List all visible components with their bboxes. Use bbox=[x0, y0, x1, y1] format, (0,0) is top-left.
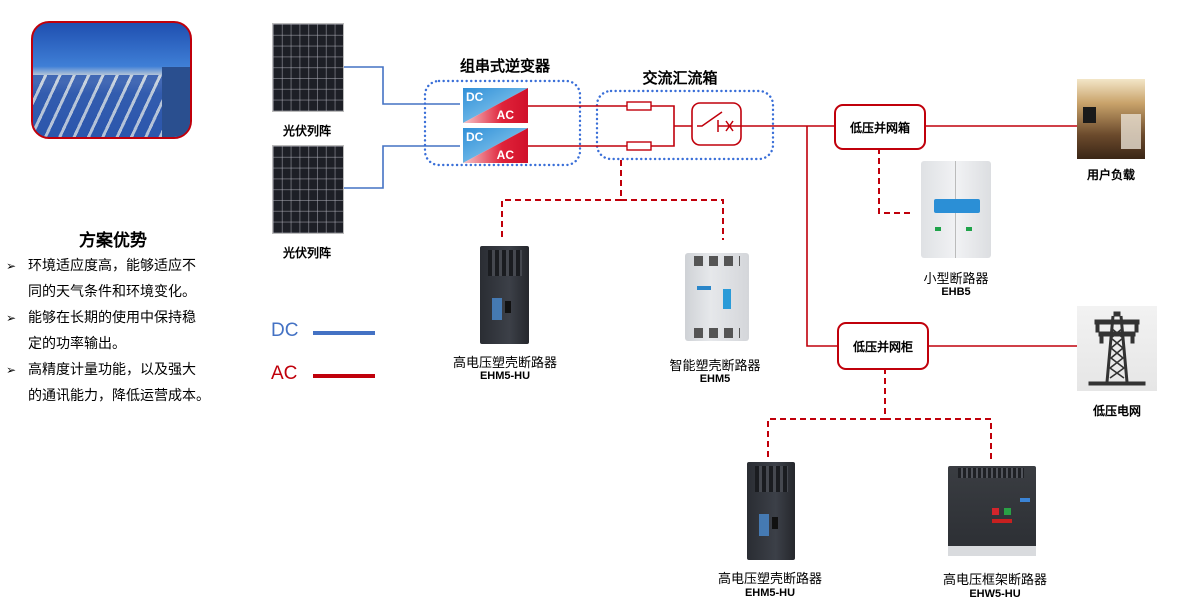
fuse-icon bbox=[626, 141, 652, 151]
device-name: 小型断路器 bbox=[923, 272, 989, 287]
pv-array-label: 光伏列阵 bbox=[282, 124, 331, 138]
device-model: EHW5-HU bbox=[969, 588, 1021, 600]
lv-grid-cabinet-node: 低压并网柜 bbox=[837, 322, 929, 370]
advantage-item: ➢ 环境适应度高，能够适应不 同的天气条件和环境变化。 bbox=[6, 253, 246, 305]
lv-grid-label: 低压电网 bbox=[1092, 404, 1141, 418]
inverter-unit-1 bbox=[463, 88, 528, 123]
device-model: EHM5-HU bbox=[479, 370, 531, 382]
arrowhead-bullet-icon: ➢ bbox=[6, 311, 17, 325]
inverter-unit-1-labels: DC AC bbox=[463, 89, 526, 123]
ac-label: AC bbox=[496, 108, 514, 122]
dc-wire-1 bbox=[343, 66, 460, 105]
ac-label: AC bbox=[496, 148, 514, 162]
device-name: 高电压框架断路器 bbox=[942, 573, 1047, 588]
mccb-black-image bbox=[747, 462, 795, 560]
smart-mccb-image bbox=[685, 253, 749, 341]
user-load-photo bbox=[1077, 79, 1145, 159]
dashed-combiner-branch bbox=[501, 160, 622, 240]
user-load-label: 用户负载 bbox=[1086, 168, 1135, 182]
dashed-lvbox-branch bbox=[878, 148, 910, 214]
combiner-title: 交流汇流箱 bbox=[642, 69, 718, 87]
advantage-item: ➢ 能够在长期的使用中保持稳 定的功率输出。 bbox=[6, 305, 246, 357]
transmission-tower-icon bbox=[1088, 311, 1146, 386]
inverter-unit-2-labels: DC AC bbox=[463, 129, 526, 163]
lv-grid-box-node: 低压并网箱 bbox=[834, 104, 926, 150]
acb-image bbox=[948, 466, 1036, 556]
combiner-group-outline bbox=[595, 89, 775, 161]
device-model: EHM5-HU bbox=[744, 587, 796, 599]
ac-bus-down bbox=[806, 126, 838, 347]
dc-wire-2 bbox=[343, 145, 460, 189]
mccb-black-image bbox=[480, 246, 529, 344]
device-name: 高电压塑壳断路器 bbox=[452, 356, 557, 371]
advantages-title: 方案优势 bbox=[79, 231, 147, 251]
fuse-icon bbox=[626, 101, 652, 111]
legend-ac-label: AC bbox=[271, 363, 298, 384]
ac-wire-fuse-out1 bbox=[651, 105, 675, 147]
inverter-unit-2 bbox=[463, 128, 528, 163]
pv-panel-image bbox=[272, 23, 344, 112]
device-model: EHM5 bbox=[699, 373, 731, 385]
solar-rooftop-photo bbox=[31, 21, 192, 139]
advantage-item: ➢ 高精度计量功能，以及强大 的通讯能力，降低运营成本。 bbox=[6, 357, 246, 409]
dc-label: DC bbox=[466, 90, 484, 104]
arrowhead-bullet-icon: ➢ bbox=[6, 363, 17, 377]
device-name: 高电压塑壳断路器 bbox=[717, 572, 822, 587]
mcb-image bbox=[921, 161, 991, 258]
dc-label: DC bbox=[466, 130, 484, 144]
device-model: EHB5 bbox=[941, 286, 971, 298]
advantages-list: ➢ 环境适应度高，能够适应不 同的天气条件和环境变化。 ➢ 能够在长期的使用中保… bbox=[6, 253, 246, 409]
inverter-title: 组串式逆变器 bbox=[459, 57, 550, 75]
power-tower-icon-tile bbox=[1077, 306, 1157, 391]
pv-array-label: 光伏列阵 bbox=[282, 246, 331, 260]
dashed-lvcabinet-branch bbox=[767, 368, 886, 460]
device-name: 智能塑壳断路器 bbox=[669, 359, 761, 374]
legend-dc-label: DC bbox=[271, 320, 299, 341]
pv-panel-image bbox=[272, 145, 344, 234]
breaker-switch-icon bbox=[691, 102, 742, 146]
inverter-group-outline bbox=[423, 79, 582, 167]
arrowhead-bullet-icon: ➢ bbox=[6, 259, 17, 273]
